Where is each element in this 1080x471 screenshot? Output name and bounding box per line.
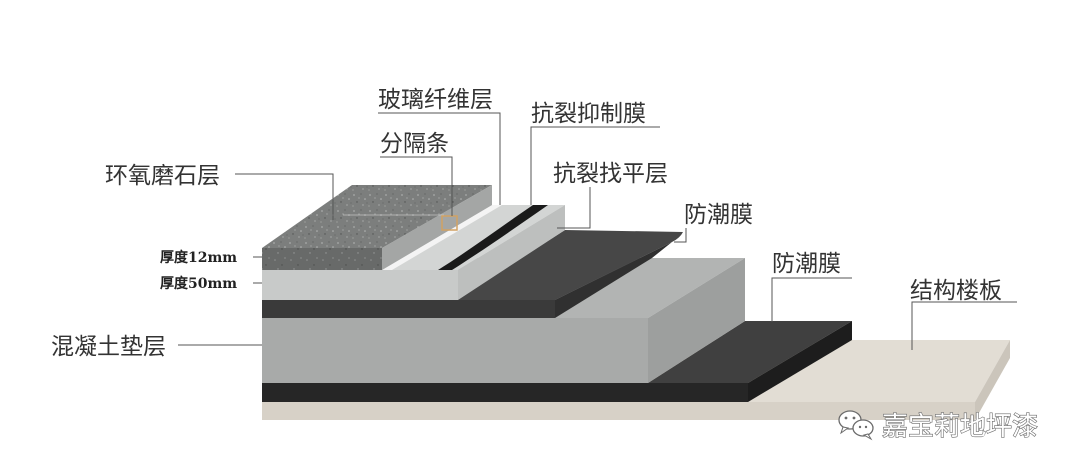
concrete-right	[648, 258, 745, 383]
leader-damp-lower	[771, 277, 852, 322]
terrazzo-right	[382, 185, 492, 270]
glass-fiber-layer	[382, 205, 502, 270]
leader-terrazzo	[235, 173, 334, 220]
upper-membrane-top	[455, 230, 683, 300]
upper-damp-membrane	[262, 230, 683, 318]
label-slab: 结构楼板	[910, 278, 1002, 304]
leader-glass-fiber	[378, 112, 501, 205]
slab-right	[975, 340, 1010, 420]
leveling-front	[262, 270, 458, 300]
leader-leveling	[557, 187, 591, 229]
label-terrazzo: 环氧磨石层	[105, 163, 220, 189]
wechat-icon	[838, 410, 874, 441]
label-damp-lower: 防潮膜	[772, 251, 841, 277]
lower-membrane-top	[648, 321, 852, 383]
lower-damp-membrane	[262, 321, 852, 402]
leader-slab	[911, 301, 1017, 350]
label-thickness-12: 厚度12mm	[160, 249, 237, 266]
concrete-front	[262, 318, 648, 383]
label-divider: 分隔条	[380, 131, 449, 157]
label-glass-fiber: 玻璃纤维层	[378, 87, 493, 113]
leveling-right	[458, 205, 565, 300]
label-crack-inhibit: 抗裂抑制膜	[531, 101, 646, 127]
terrazzo-front	[262, 248, 382, 270]
leader-divider	[380, 156, 453, 216]
watermark-text: 嘉宝莉地坪漆	[882, 412, 1038, 442]
upper-membrane-front	[262, 300, 555, 318]
divider-marker	[441, 215, 458, 231]
label-damp-upper: 防潮膜	[684, 202, 753, 228]
upper-membrane-right	[555, 242, 672, 318]
label-concrete: 混凝土垫层	[51, 334, 166, 360]
label-leveling: 抗裂找平层	[553, 161, 668, 187]
leader-damp-upper	[674, 228, 687, 243]
lower-membrane-front	[262, 383, 748, 402]
crack-inhibit-membrane	[438, 205, 548, 270]
terrazzo-layer	[262, 185, 492, 270]
watermark: 嘉宝莉地坪漆	[838, 410, 1039, 443]
terrazzo-top	[262, 185, 492, 248]
leader-crack-inhibit	[530, 126, 660, 205]
lower-membrane-right	[748, 321, 852, 402]
slab-front	[262, 402, 975, 420]
label-thickness-50: 厚度50mm	[160, 275, 237, 292]
